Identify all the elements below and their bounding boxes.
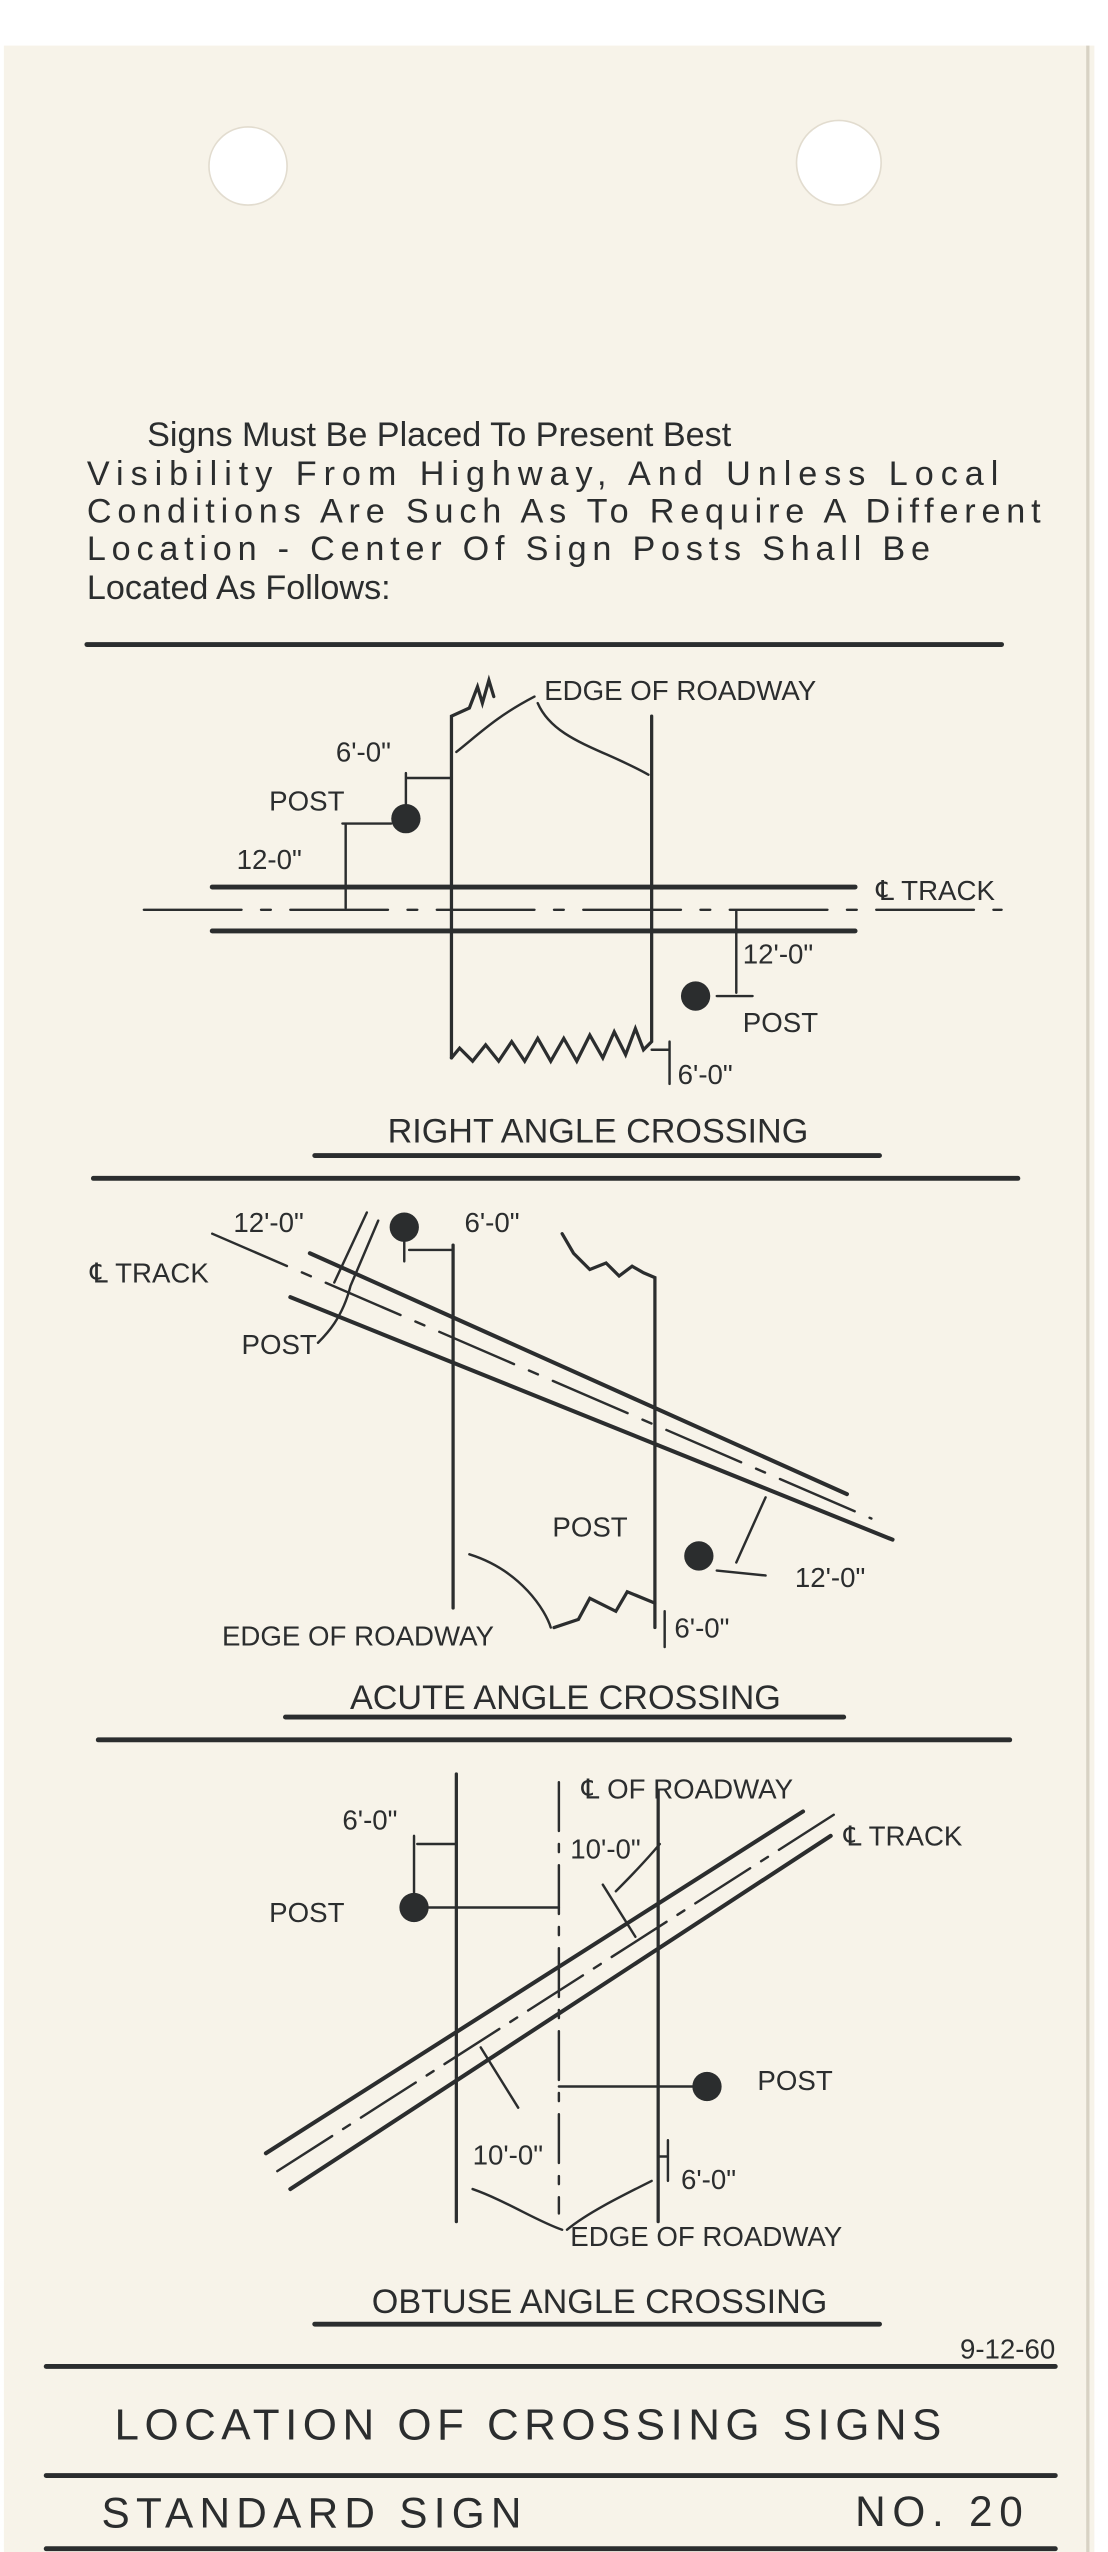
dimension-label: 6'-0": [681, 2164, 736, 2195]
acute-angle-diagram: 12'-0" 6'-0" ℄ TRACK POST POST 12'-0" ED…: [89, 1207, 895, 1720]
obtuse-angle-diagram: 6'-0" ℄ OF ROADWAY 10'-0" ℄ TRACK POST P…: [263, 1772, 963, 2327]
post-label: POST: [757, 2065, 832, 2096]
dimension-label: 12'-0": [795, 1562, 865, 1593]
track-label: ℄ TRACK: [89, 1258, 209, 1289]
edge-of-roadway-label: EDGE OF ROADWAY: [222, 1620, 494, 1651]
dimension-label: 12-0": [237, 844, 302, 875]
post-marker: [399, 1892, 429, 1923]
post-label: POST: [552, 1511, 627, 1542]
dimension-label: 6'-0": [342, 1804, 397, 1835]
dimension-label: 6'-0": [678, 1059, 733, 1090]
dimension-label: 10'-0": [473, 2140, 543, 2171]
intro-line: Signs Must Be Placed To Present Best: [147, 416, 732, 454]
post-label: POST: [743, 1007, 818, 1038]
right-angle-diagram: EDGE OF ROADWAY 6'-0" POST 12-0" ℄ TRACK…: [142, 674, 1003, 1159]
edge-of-roadway-label: EDGE OF ROADWAY: [544, 675, 816, 706]
track-label: ℄ TRACK: [875, 875, 995, 906]
dimension-label: 10'-0": [570, 1834, 640, 1865]
post-marker: [391, 804, 421, 834]
dimension-label: 6'-0": [674, 1612, 729, 1643]
diagram-title: ACUTE ANGLE CROSSING: [350, 1679, 781, 1717]
punch-hole-right: [795, 119, 882, 206]
dimension-label: 12'-0": [743, 939, 813, 970]
post-marker: [684, 1541, 714, 1571]
post-marker: [692, 2071, 722, 2102]
dimension-label: 12'-0": [233, 1207, 303, 1238]
revision-date: 9-12-60: [960, 2333, 1055, 2364]
dimension-label: 6'-0": [464, 1207, 519, 1238]
track-label: ℄ TRACK: [843, 1821, 963, 1852]
intro-line: Located As Follows:: [87, 569, 391, 607]
intro-line: Conditions Are Such As To Require A Diff…: [87, 492, 1041, 530]
post-label: POST: [242, 1329, 317, 1360]
edge-of-roadway-label: EDGE OF ROADWAY: [570, 2221, 842, 2252]
diagram-title: RIGHT ANGLE CROSSING: [388, 1113, 809, 1151]
standard-sign-label: STANDARD SIGN: [102, 2490, 522, 2537]
diagram-title: OBTUSE ANGLE CROSSING: [372, 2283, 828, 2321]
punch-hole-left: [208, 126, 288, 206]
card-title: LOCATION OF CROSSING SIGNS: [115, 2401, 942, 2450]
post-label: POST: [269, 1897, 344, 1928]
post-marker: [680, 981, 711, 1011]
card-paper: [3, 45, 1095, 2552]
center-of-roadway-label: ℄ OF ROADWAY: [581, 1773, 793, 1804]
post-marker: [389, 1212, 419, 1242]
post-label: POST: [269, 786, 344, 817]
dimension-label: 6'-0": [336, 737, 391, 768]
